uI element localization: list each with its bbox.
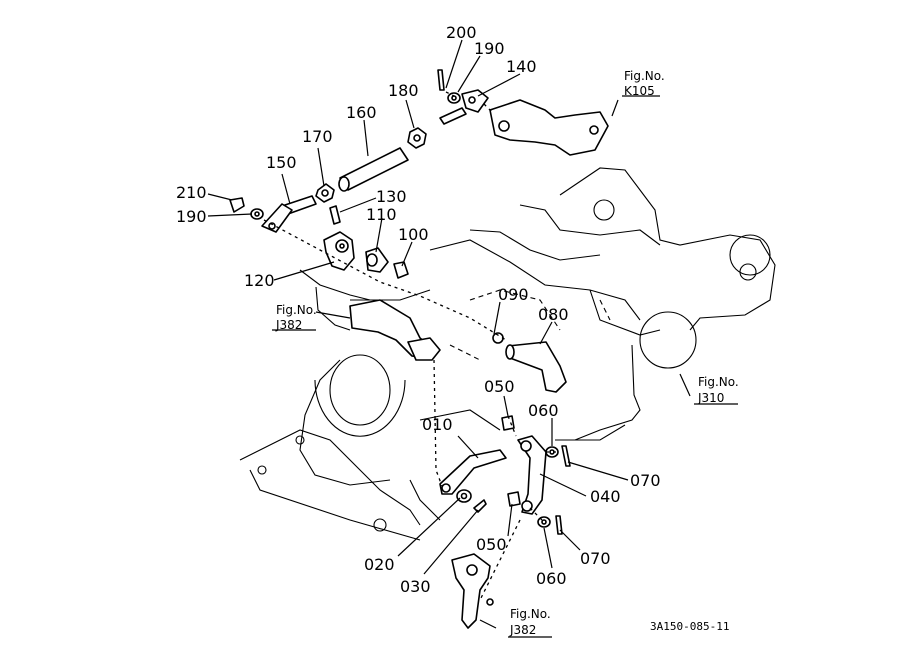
- label-070-lower: 070: [580, 549, 611, 568]
- label-170: 170: [302, 127, 333, 146]
- fig-ref-j382-top-code: J382: [275, 318, 302, 332]
- part-010-link-lever: [439, 449, 507, 495]
- label-050-lower: 050: [476, 535, 507, 554]
- part-030-split-pin: [473, 499, 487, 513]
- label-140: 140: [506, 57, 537, 76]
- label-130: 130: [376, 187, 407, 206]
- engine-housing-outline: [239, 167, 776, 541]
- part-200-split-pin: [437, 69, 445, 91]
- part-140-rod-end: [439, 89, 489, 125]
- label-200: 200: [446, 23, 477, 42]
- part-110-bushing: [365, 247, 389, 273]
- part-070-split-pin-upper: [561, 445, 571, 467]
- fig-ref-j310-title: Fig.No.: [698, 375, 739, 389]
- part-100-washer: [393, 261, 409, 279]
- part-190-washer-left: [250, 208, 264, 220]
- bell-crank-k105: [489, 99, 609, 156]
- label-020: 020: [364, 555, 395, 574]
- label-050-upper: 050: [484, 377, 515, 396]
- part-040-lever: [517, 435, 547, 515]
- label-100: 100: [398, 225, 429, 244]
- fig-ref-k105-title: Fig.No.: [624, 69, 665, 83]
- label-060-lower: 060: [536, 569, 567, 588]
- label-110: 110: [366, 205, 397, 224]
- label-120: 120: [244, 271, 275, 290]
- figure-ref-j310: Fig.No. J310: [697, 375, 739, 405]
- leader-lines: [207, 39, 738, 638]
- part-190-washer-top: [447, 92, 461, 104]
- label-180: 180: [388, 81, 419, 100]
- part-170-nut: [315, 183, 335, 203]
- part-160-turnbuckle: [338, 147, 409, 192]
- label-030: 030: [400, 577, 431, 596]
- fig-ref-j382-bottom-code: J382: [509, 623, 536, 637]
- part-labels: 200 190 140 180 160 170 150 210 190 130 …: [176, 23, 661, 596]
- label-010: 010: [422, 415, 453, 434]
- drawing-code: 3A150-085-11: [650, 620, 729, 633]
- fig-ref-j382-top-title: Fig.No.: [276, 303, 317, 317]
- label-070-upper: 070: [630, 471, 661, 490]
- figure-ref-k105: Fig.No. K105: [624, 69, 665, 98]
- part-120-lever: [323, 231, 355, 271]
- part-070-split-pin-lower: [555, 515, 563, 535]
- part-050-bolt-upper: [501, 415, 515, 431]
- fig-ref-j310-code: J310: [697, 391, 724, 405]
- part-080-shaft-lever: [505, 341, 567, 393]
- figure-ref-j382-top: Fig.No. J382: [275, 303, 317, 332]
- part-150-rod-end: [261, 195, 317, 233]
- label-190-left: 190: [176, 207, 207, 226]
- part-180-nut: [407, 127, 427, 149]
- fig-ref-k105-code: K105: [624, 84, 655, 98]
- part-020-washer: [456, 489, 472, 503]
- lever-j382-bottom: [451, 553, 494, 629]
- shaft-housing: [349, 299, 441, 361]
- label-060-upper: 060: [528, 401, 559, 420]
- label-040: 040: [590, 487, 621, 506]
- part-130-spring-pin: [329, 205, 341, 225]
- label-160: 160: [346, 103, 377, 122]
- assembly-lines: [263, 91, 556, 601]
- label-150: 150: [266, 153, 297, 172]
- label-190-top: 190: [474, 39, 505, 58]
- part-210-split-pin: [229, 197, 245, 213]
- part-050-bolt-lower: [507, 491, 521, 507]
- label-080: 080: [538, 305, 569, 324]
- label-090: 090: [498, 285, 529, 304]
- label-210: 210: [176, 183, 207, 202]
- figure-ref-j382-bottom: Fig.No. J382: [509, 607, 551, 637]
- fig-ref-j382-bottom-title: Fig.No.: [510, 607, 551, 621]
